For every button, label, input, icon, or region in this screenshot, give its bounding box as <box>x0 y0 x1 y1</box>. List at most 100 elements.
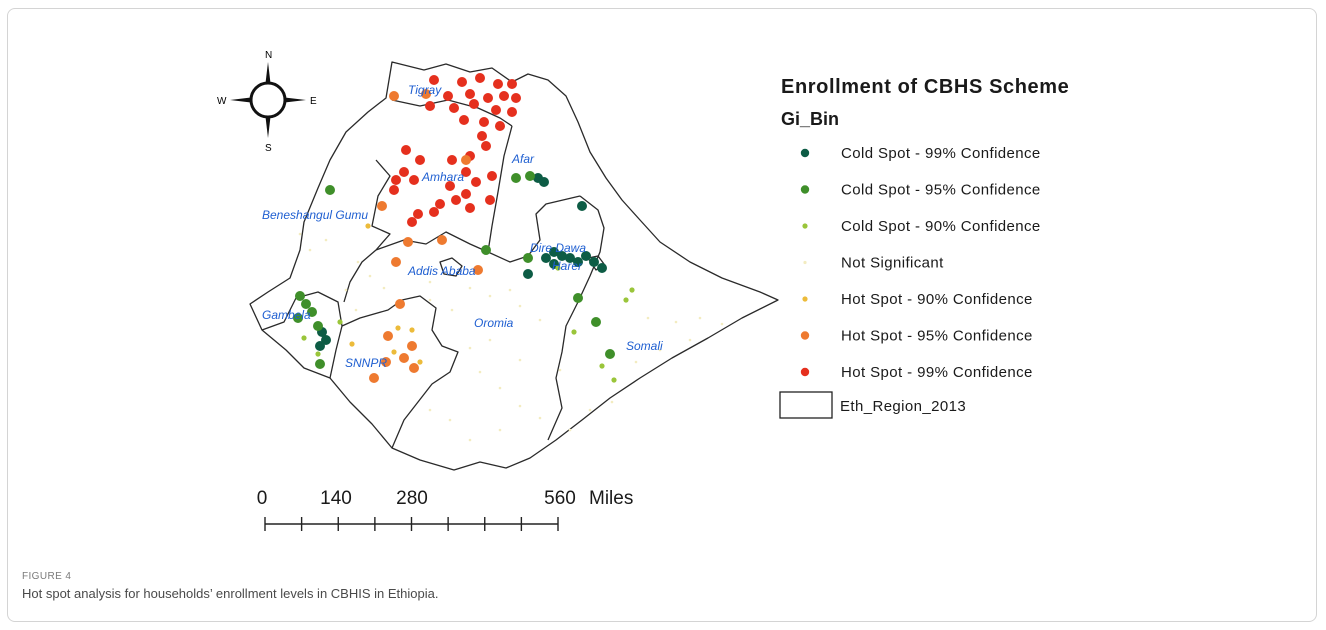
scale-bar: 0 140 280 560 Miles <box>257 488 633 531</box>
region-label-beneshangul: Beneshangul Gumu <box>262 208 368 222</box>
map-point <box>428 298 432 302</box>
map-point <box>450 308 454 312</box>
map-point <box>365 223 371 229</box>
map-point <box>428 280 432 284</box>
map-point <box>409 363 419 373</box>
map-point <box>487 171 497 181</box>
map-point <box>383 331 393 341</box>
map-point <box>475 73 485 83</box>
map-point <box>523 253 533 263</box>
map-point <box>315 341 325 351</box>
map-point <box>599 363 605 369</box>
boundary-snnpr <box>341 295 459 449</box>
map-point <box>391 257 401 267</box>
map-point <box>473 265 483 275</box>
compass-n: N <box>265 50 272 61</box>
region-label-amhara: Amhara <box>421 170 464 184</box>
map-point <box>307 307 317 317</box>
map-point <box>421 89 431 99</box>
map-point <box>629 287 635 293</box>
map-point <box>435 199 445 209</box>
scale-tick-0: 0 <box>257 488 268 509</box>
map-point <box>409 175 419 185</box>
map-point <box>337 319 343 325</box>
map-point <box>308 248 312 252</box>
compass-e: E <box>310 96 317 107</box>
scale-unit: Miles <box>589 488 633 509</box>
scale-tick-280: 280 <box>396 488 428 509</box>
map-point <box>508 288 512 292</box>
boundary-afar-south <box>487 195 581 263</box>
map-point <box>391 349 397 355</box>
map-point <box>605 349 615 359</box>
map-point <box>313 321 323 331</box>
map-point <box>407 217 417 227</box>
map-point <box>558 368 562 372</box>
map-point <box>495 121 505 131</box>
map-point <box>581 251 591 261</box>
compass-s: S <box>265 143 272 154</box>
map-point <box>523 269 533 279</box>
map-point <box>295 291 305 301</box>
map-point <box>646 316 650 320</box>
legend-field-name: Gi_Bin <box>781 109 839 129</box>
legend-symbol <box>800 331 810 340</box>
map-point <box>555 265 561 271</box>
scale-tick-140: 140 <box>320 488 352 509</box>
map-point <box>483 93 493 103</box>
boundary-swatch <box>779 391 833 419</box>
legend-class-label: Hot Spot - 99% Confidence <box>841 364 1033 381</box>
map-point <box>610 400 614 404</box>
region-label-addis: Addis Ababa <box>407 264 476 278</box>
map-point <box>301 335 307 341</box>
region-label-gambela: Gambela <box>262 308 311 322</box>
map-point <box>588 408 592 412</box>
map-point <box>469 99 479 109</box>
map-point <box>518 304 522 308</box>
map-point <box>549 247 559 257</box>
map-point <box>315 359 325 369</box>
map-point <box>698 316 702 320</box>
map-point <box>481 245 491 255</box>
map-point <box>457 77 467 87</box>
map-point <box>465 89 475 99</box>
map-point <box>597 263 607 273</box>
map-point <box>445 181 455 191</box>
map-point <box>401 145 411 155</box>
legend-boundary-label: Eth_Region_2013 <box>840 398 966 415</box>
map-point <box>488 294 492 298</box>
map-point <box>720 322 724 326</box>
map-point <box>368 274 372 278</box>
map-point <box>344 288 348 292</box>
boundary-amhara-south <box>375 231 489 253</box>
map-point <box>301 299 311 309</box>
map-point <box>577 201 587 211</box>
map-point <box>507 79 517 89</box>
legend-symbol <box>802 296 808 302</box>
map-point <box>589 257 599 267</box>
map-point <box>498 386 502 390</box>
boundary-gambela <box>261 291 343 379</box>
legend-symbol <box>802 223 808 229</box>
map-point <box>389 185 399 195</box>
map-point <box>491 105 501 115</box>
map-point <box>325 185 335 195</box>
boundary-oromia-snnpr <box>343 249 377 303</box>
legend: Enrollment of CBHS Scheme Gi_Bin Cold Sp… <box>779 76 1069 419</box>
map-point <box>468 438 472 442</box>
hotspot-points <box>293 73 724 442</box>
map-point <box>468 346 472 350</box>
boundary-tigray <box>391 99 513 127</box>
map-point <box>688 338 692 342</box>
map-point <box>565 253 575 263</box>
map-point <box>557 251 567 261</box>
compass-w: W <box>217 96 227 107</box>
map-point <box>538 318 542 322</box>
map-point <box>481 141 491 151</box>
map-point <box>485 195 495 205</box>
map-point <box>391 175 401 185</box>
legend-class-label: Cold Spot - 90% Confidence <box>841 218 1041 235</box>
figure-caption-text: Hot spot analysis for households’ enroll… <box>22 586 439 601</box>
map-point <box>477 131 487 141</box>
map-point <box>369 373 379 383</box>
